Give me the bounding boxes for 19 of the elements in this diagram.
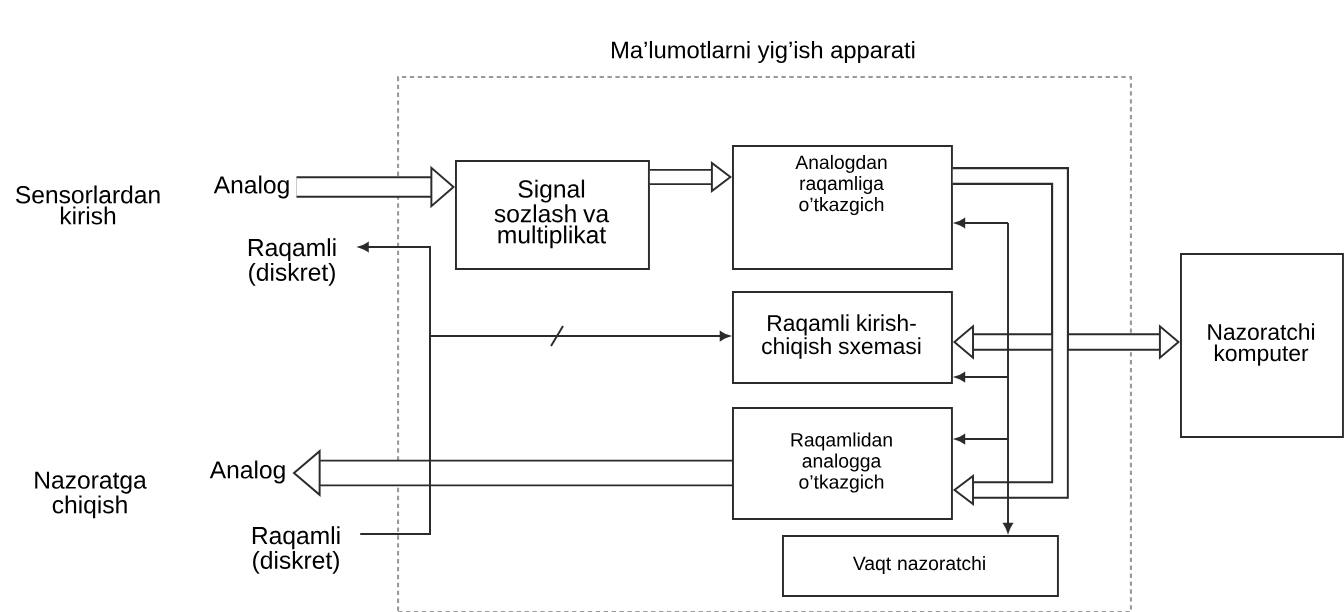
process-box: Raqamlidan analogga o’tkazgich: [732, 407, 953, 520]
signal-label: Raqamli (diskret): [252, 526, 340, 574]
process-box: Analogdan raqamliga o’tkazgich: [732, 145, 953, 270]
process-box: Raqamli kirish-chiqish sxemasi: [732, 291, 953, 384]
process-box: Signal sozlash va multiplikat: [455, 160, 650, 270]
signal-label: Analog: [213, 175, 289, 199]
process-box: Vaqt nazoratchi: [782, 535, 1059, 597]
signal-label: Raqamli (diskret): [248, 238, 336, 286]
signal-label: Analog: [209, 460, 285, 484]
frame-title: Ma’lumotlarni yig’ish apparati: [612, 40, 915, 64]
group-label: Nazoratga chiqish: [35, 471, 147, 519]
process-box: Nazoratchi komputer: [1180, 253, 1344, 438]
arrow: [955, 372, 1009, 382]
arrow: [955, 218, 1009, 228]
wide-arrow: [952, 167, 1069, 507]
arrow: [955, 434, 1009, 444]
arrow: [1003, 222, 1013, 533]
group-label: Sensorlardan kirish: [16, 185, 160, 225]
arrow: [359, 331, 730, 535]
